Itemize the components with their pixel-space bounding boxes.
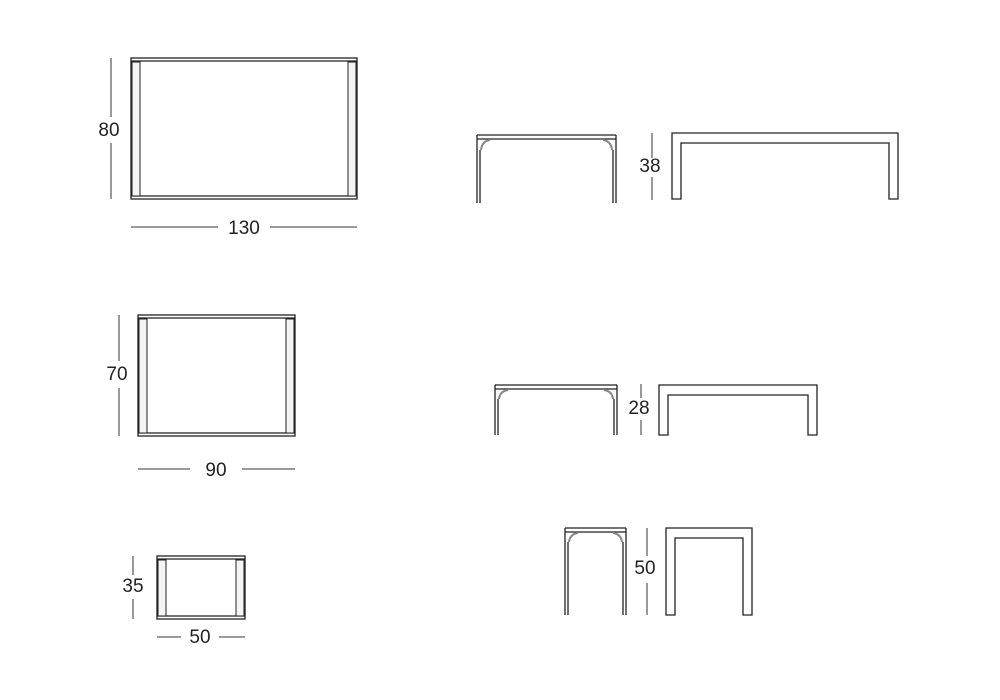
height-label: 38 <box>639 156 660 177</box>
large-depth-dimension: 80 <box>98 58 120 199</box>
medium-table-front-view <box>494 384 618 435</box>
width-label: 50 <box>189 627 210 648</box>
large-table-side-view <box>671 132 899 200</box>
small-table-side-view <box>665 527 753 616</box>
height-label: 50 <box>634 558 655 579</box>
small-height-dimension: 50 <box>634 528 656 615</box>
leg-right <box>347 61 357 197</box>
leg-right <box>235 559 245 617</box>
medium-width-dimension: 90 <box>138 460 295 481</box>
depth-label: 80 <box>98 120 119 141</box>
width-label: 130 <box>228 218 260 239</box>
leg-left <box>131 61 141 197</box>
small-table-front-view <box>564 527 627 615</box>
small-table-top-view <box>156 555 246 620</box>
small-depth-dimension: 35 <box>122 556 144 619</box>
large-width-dimension: 130 <box>131 218 357 239</box>
large-table-front-view <box>476 134 617 203</box>
leg-left <box>157 559 167 617</box>
height-label: 28 <box>628 398 649 419</box>
medium-table-side-view <box>658 384 818 436</box>
leg-left <box>138 318 148 434</box>
large-table-top-view <box>130 57 358 200</box>
depth-label: 70 <box>106 364 127 385</box>
small-width-dimension: 50 <box>157 627 245 648</box>
large-height-dimension: 38 <box>639 133 661 200</box>
medium-depth-dimension: 70 <box>106 315 128 436</box>
medium-height-dimension: 28 <box>628 384 650 435</box>
medium-table-top-view <box>137 314 296 437</box>
width-label: 90 <box>205 460 226 481</box>
depth-label: 35 <box>122 576 143 597</box>
leg-right <box>285 318 295 434</box>
